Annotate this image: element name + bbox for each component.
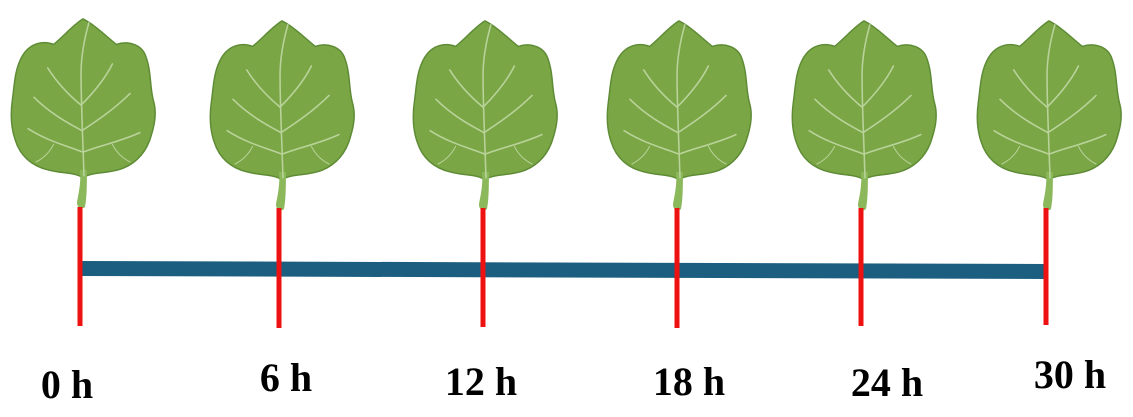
time-label: 18 h bbox=[653, 359, 725, 404]
time-label: 24 h bbox=[851, 360, 923, 405]
tick-marks-group bbox=[77, 207, 1049, 328]
leaves-group bbox=[10, 18, 1122, 212]
time-label: 12 h bbox=[445, 359, 517, 404]
leaf-icon bbox=[791, 20, 937, 212]
leaf-icon bbox=[606, 20, 752, 212]
time-label: 0 h bbox=[41, 362, 93, 407]
time-labels-group: 0 h 6 h 12 h 18 h 24 h 30 h bbox=[41, 352, 1106, 407]
time-label: 30 h bbox=[1034, 352, 1106, 397]
time-label: 6 h bbox=[260, 355, 312, 400]
leaf-icon bbox=[412, 20, 558, 212]
timeline-axis-bar bbox=[80, 261, 1046, 279]
leaf-icon bbox=[10, 18, 156, 210]
leaf-icon bbox=[209, 20, 355, 212]
leaf-icon bbox=[976, 20, 1122, 212]
